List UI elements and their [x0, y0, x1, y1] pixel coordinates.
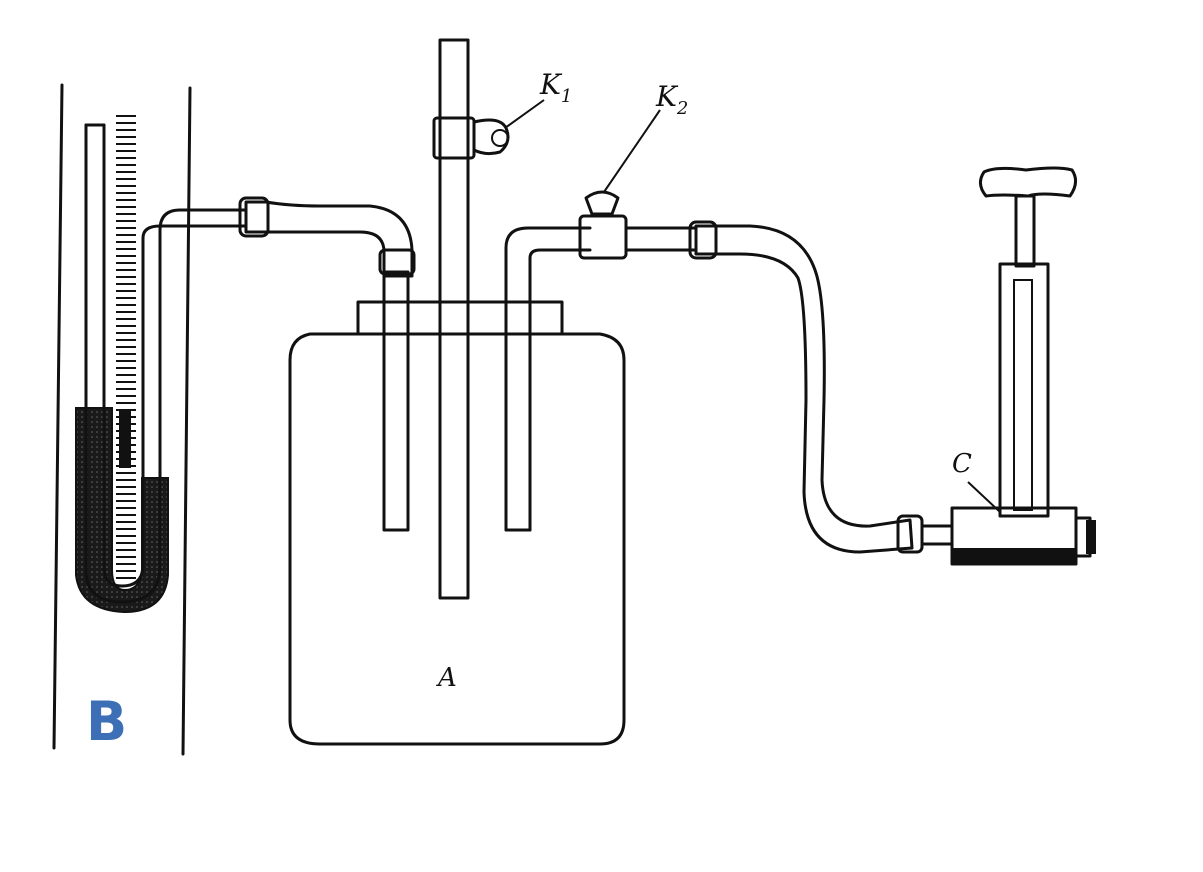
- label-manometer: B: [86, 690, 127, 753]
- manometer-board-left-edge: [52, 83, 64, 750]
- manometer-u-tube: [84, 123, 248, 604]
- label-vessel: A: [436, 663, 457, 693]
- vessel-tube-right: [504, 226, 592, 532]
- rubber-tube-right: [624, 220, 954, 554]
- tap-k2: [578, 109, 661, 260]
- manometer: [52, 83, 248, 756]
- rubber-tube-left: [238, 196, 416, 278]
- pump-c: [950, 166, 1096, 566]
- manometer-board-right-edge: [181, 86, 192, 756]
- vessel-tube-left: [382, 270, 410, 532]
- vessel-a: [288, 38, 626, 746]
- label-tap-k1: K1: [539, 68, 572, 107]
- label-pump: C: [952, 449, 972, 479]
- vessel-tube-center: [438, 38, 470, 600]
- tap-k1: [432, 99, 545, 160]
- pump-cylinder: [998, 262, 1050, 518]
- manometer-liquid: [75, 407, 169, 614]
- label-tap-k2: K2: [655, 80, 688, 119]
- pump-handle: [979, 166, 1077, 198]
- manometer-scale: [116, 115, 136, 579]
- vessel-stopper: [356, 300, 564, 336]
- vessel-body: [288, 332, 626, 746]
- manometer-u-tube-inner: [102, 123, 248, 588]
- pump-rod: [1014, 194, 1036, 268]
